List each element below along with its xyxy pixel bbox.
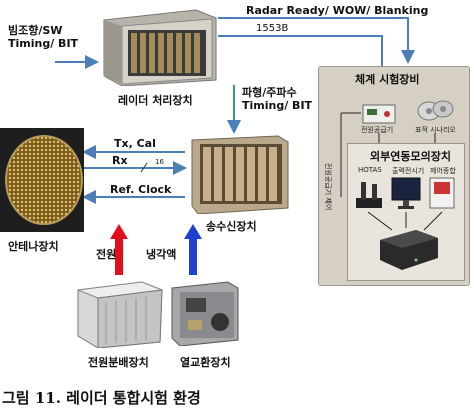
radar-processor-label: 레이더 처리장치 <box>118 94 193 107</box>
hotas-device <box>354 176 384 210</box>
antenna-label: 안테나장치 <box>8 240 59 253</box>
ref-clock-label: Ref. Clock <box>110 183 172 196</box>
heat-exchanger-label: 열교환장치 <box>180 356 231 369</box>
ctrl-panel-label: 제어종합 <box>430 167 456 175</box>
target-sim-label: 표적 시나리오 <box>415 126 456 134</box>
test-equipment-title: 체계 시험장비 <box>355 73 420 86</box>
transceiver-label: 송수신장치 <box>206 220 257 233</box>
psu-label: 전원공급기 <box>361 126 394 134</box>
radar-ready-label: Radar Ready/ WOW/ Blanking <box>246 4 429 17</box>
power-distribution-label: 전원분배장치 <box>88 356 149 369</box>
rx-label: Rx <box>112 154 128 167</box>
power-arrow-shaft <box>115 237 123 275</box>
rx-count-label: 16 <box>155 158 164 166</box>
transceiver-device <box>190 134 290 215</box>
coolant-arrow-shaft <box>189 237 197 275</box>
radar-processor-device <box>100 6 218 87</box>
radar-ready-line <box>218 17 415 64</box>
hotas-label: HOTAS <box>358 166 382 174</box>
coolant-arrow-head <box>184 224 202 239</box>
pulse-freq-label: 파형/주파수 Timing/ BIT <box>242 86 313 112</box>
power-distribution-device <box>72 280 164 349</box>
beam-timing-label: 빔조향/SW Timing/ BIT <box>8 24 79 50</box>
tx-cal-label: Tx, Cal <box>114 137 156 150</box>
target-sim-device <box>415 95 455 125</box>
antenna-device <box>0 128 84 232</box>
ctrl-panel-device <box>428 176 456 210</box>
heat-exchanger-device <box>168 280 240 347</box>
power-label: 전원 <box>96 248 117 261</box>
test-equipment-panel: 체계 시험장비 전원공급기 표적 시나리오 전원공급기 제어 외부연동모의장치 … <box>318 66 470 286</box>
rx-slash <box>140 162 148 173</box>
coolant-label: 냉각액 <box>146 248 177 261</box>
psu-device <box>361 99 397 133</box>
ext-sim-connections <box>367 211 443 231</box>
test-equip-connections <box>340 112 436 197</box>
figure-caption: 그림 11. 레이더 통합시험 환경 <box>2 389 201 407</box>
ext-sim-box: 외부연동모의장치 HOTAS 출력전시기 제어종합 <box>347 143 465 281</box>
display-sim-label: 출력전시기 <box>392 167 425 175</box>
computer-device <box>376 224 440 274</box>
display-device <box>390 176 422 210</box>
power-arrow-head <box>110 224 128 239</box>
ext-sim-title: 외부연동모의장치 <box>370 150 451 163</box>
bus-1553-label: 1553B <box>256 23 289 34</box>
